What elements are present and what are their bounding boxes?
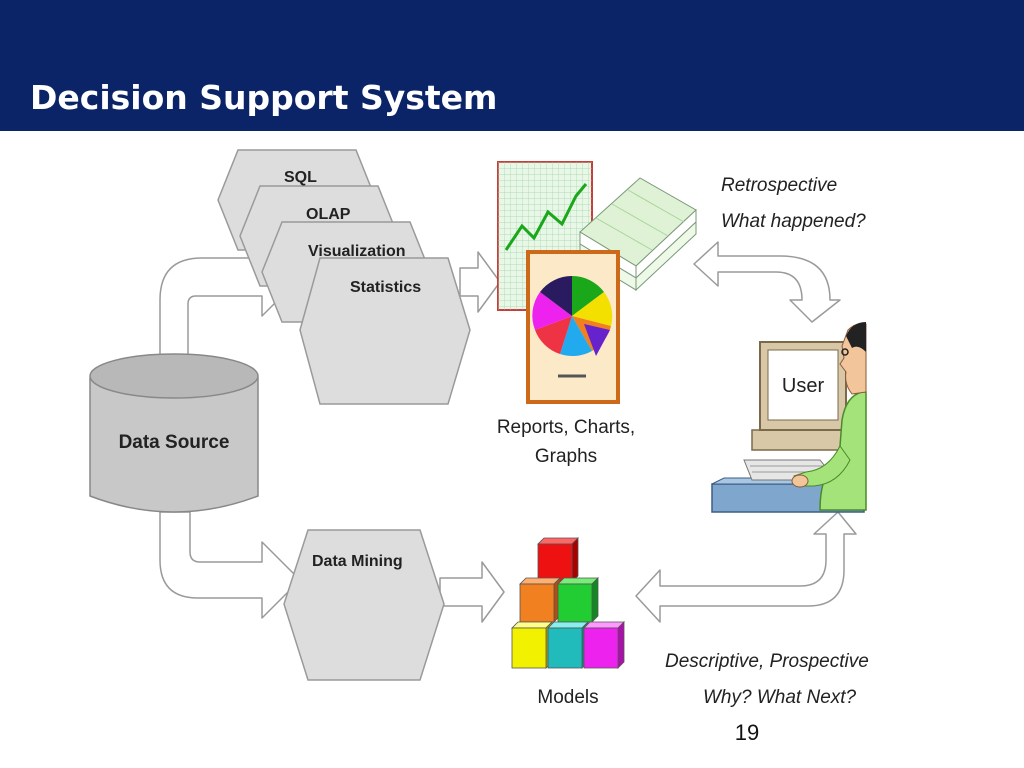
reports-caption-line1: Reports, Charts, [497,417,635,438]
tool-label-sql: SQL [284,169,317,186]
data-mining-label: Data Mining [312,553,403,570]
user-at-computer-icon [711,322,867,513]
tool-label-visualization: Visualization [308,243,406,260]
flow-arrow-user-to-reports [693,241,841,323]
hexagon-statistics [299,257,471,405]
models-caption: Models [537,687,598,708]
flow-arrow-tools-to-reports [459,251,501,313]
retrospective-question: What happened? [721,211,866,232]
tool-label-olap: OLAP [306,206,351,223]
user-label: User [782,375,825,397]
prospective-question: Why? What Next? [703,687,857,708]
data-source-label: Data Source [119,432,230,453]
hexagon-data-mining [283,529,445,681]
pie-chart-report-icon [526,250,620,404]
title-bar: Decision Support System [0,0,1024,131]
prospective-title: Descriptive, Prospective [665,651,869,672]
page-number: 19 [734,720,760,745]
retrospective-title: Retrospective [721,175,837,196]
models-cubes-icon [511,537,625,669]
reports-caption-line2: Graphs [535,446,597,467]
data-source-cylinder [89,353,259,513]
flow-arrow-datasource-to-datamining [159,511,301,619]
flow-arrow-user-to-models [635,511,857,623]
slide-title: Decision Support System [30,78,498,117]
tool-label-statistics: Statistics [350,279,421,296]
flow-arrow-datamining-to-models [439,561,505,623]
